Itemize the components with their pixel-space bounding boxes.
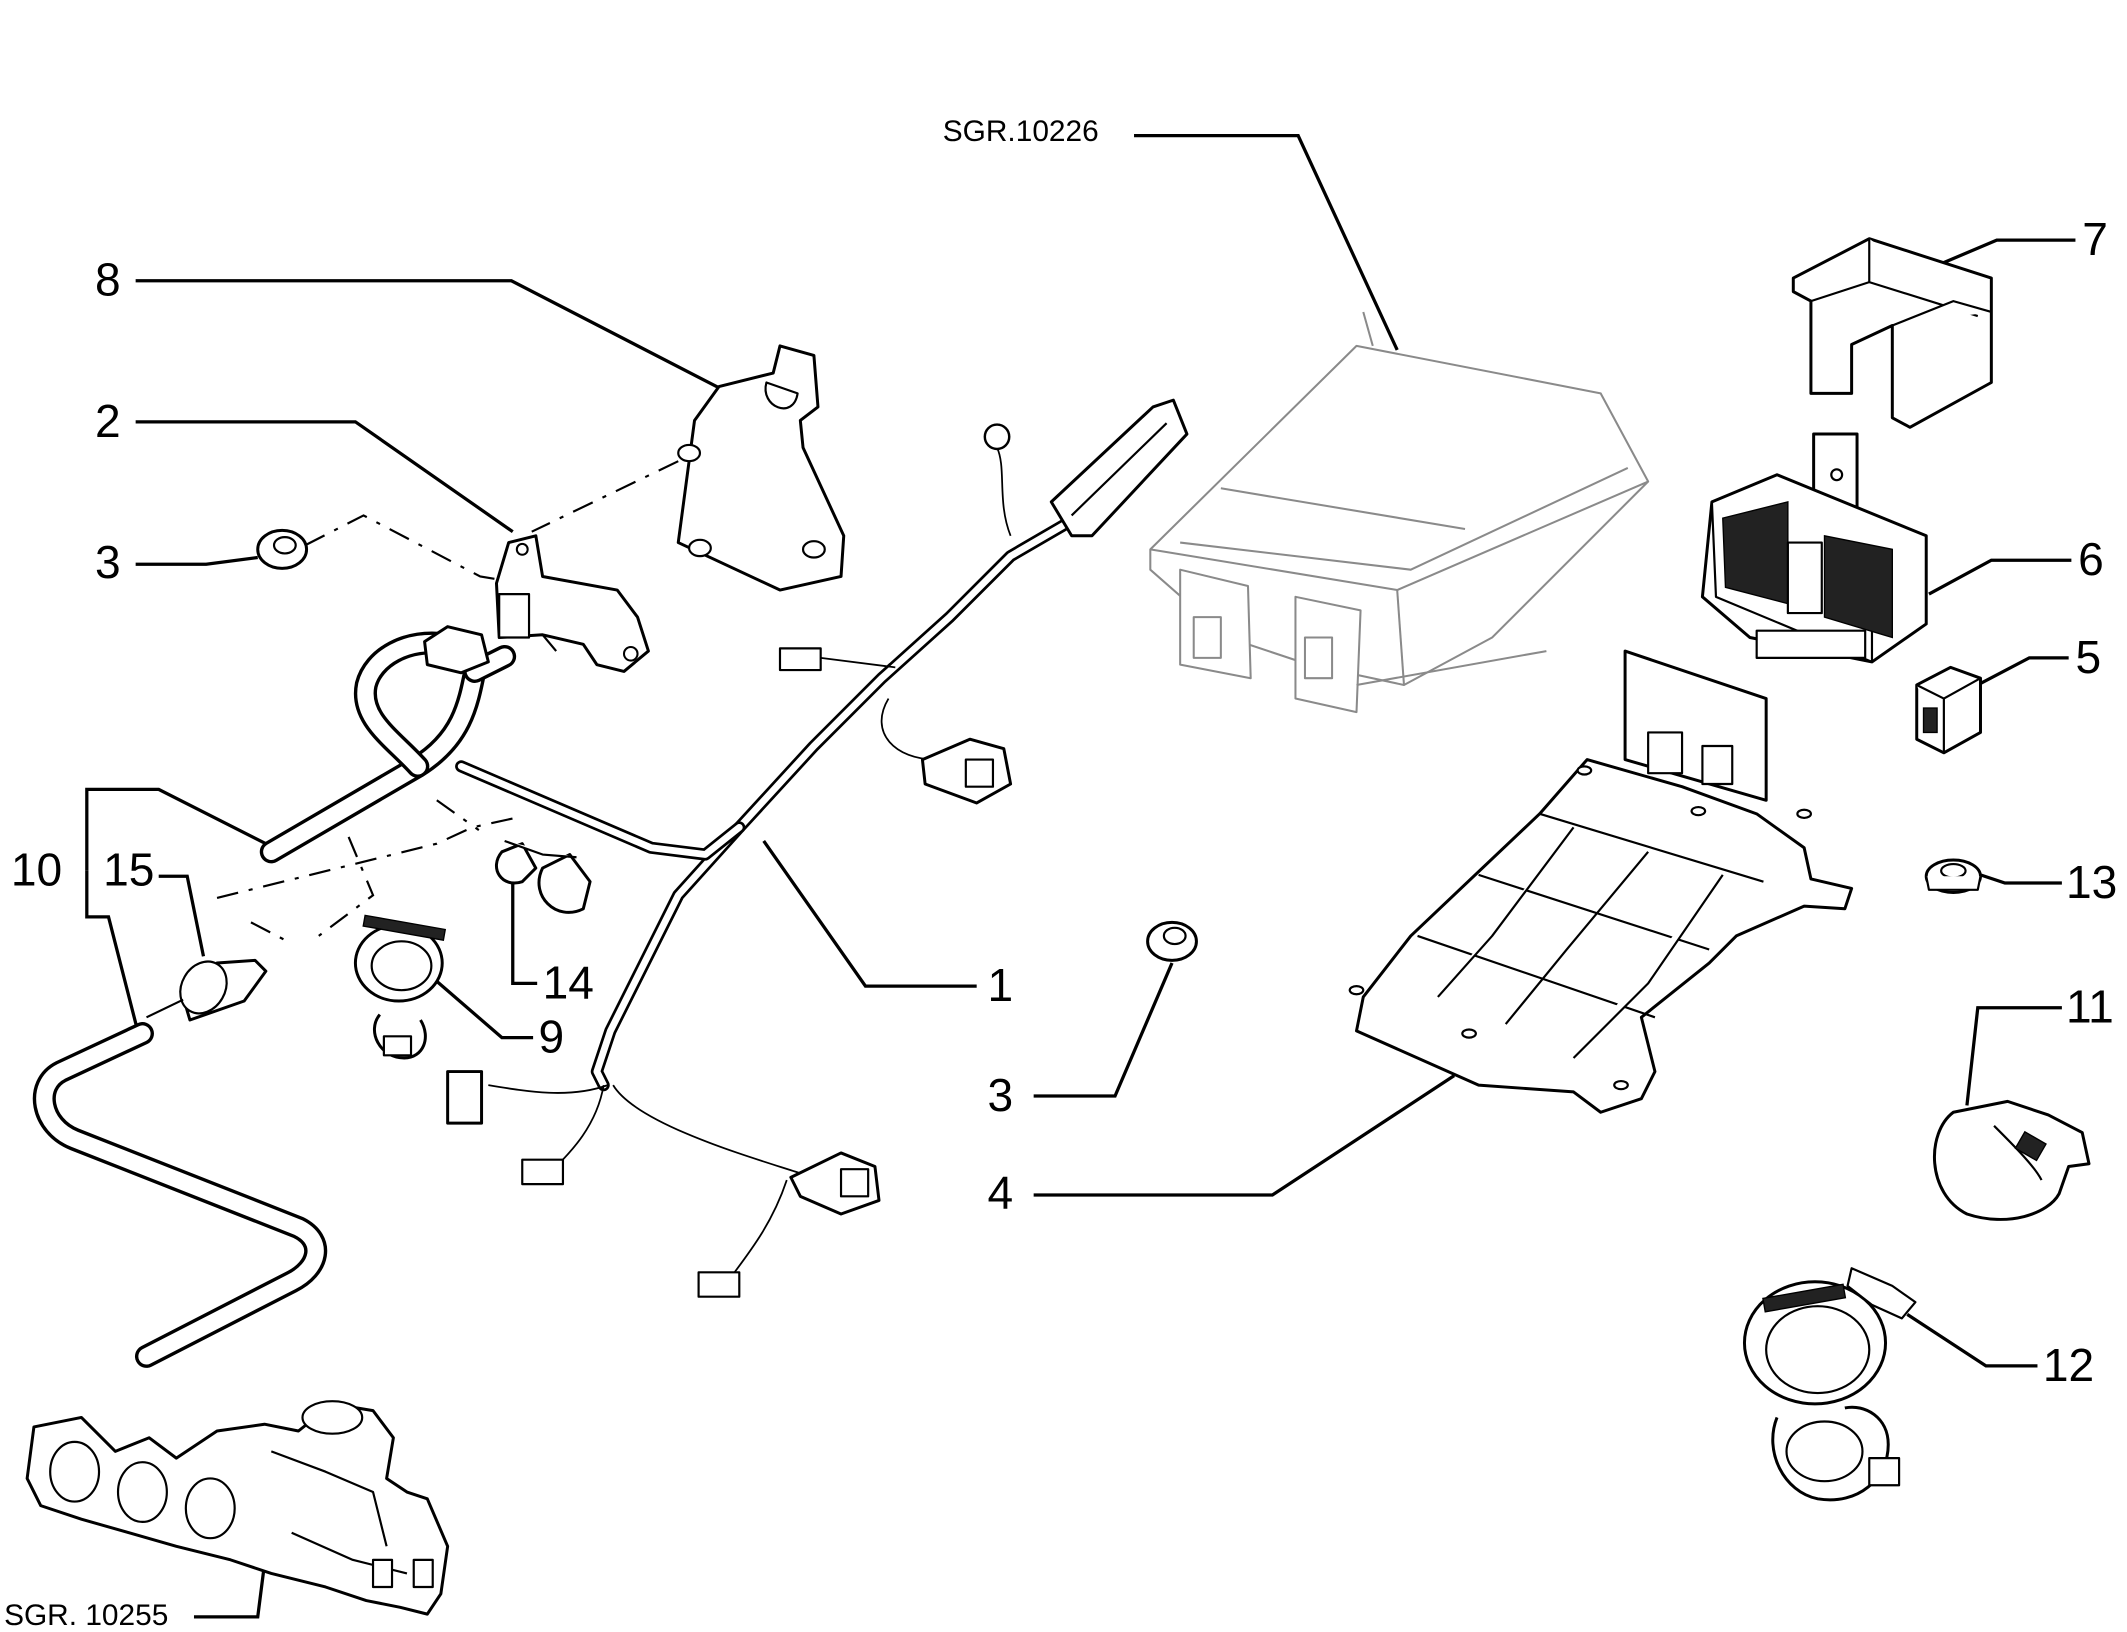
nut-3a xyxy=(256,528,309,570)
leader-10b xyxy=(85,870,140,1034)
callout-14: 14 xyxy=(542,957,594,1010)
nut-3b xyxy=(1146,920,1198,962)
manifold-reference-label: SGR. 10255 xyxy=(4,1597,169,1632)
harness-connectors xyxy=(423,398,1189,1298)
callout-4: 4 xyxy=(987,1167,1014,1220)
leader-5 xyxy=(1974,656,2069,688)
ecu-reference-label: SGR.10226 xyxy=(942,113,1099,148)
callout-15: 15 xyxy=(103,845,155,897)
callout-5: 5 xyxy=(2075,632,2102,684)
mounting-tray xyxy=(1348,649,1854,1114)
callout-3-upper: 3 xyxy=(94,537,121,589)
leader-8 xyxy=(135,279,731,395)
leader-lines xyxy=(85,134,2076,1619)
clip-11 xyxy=(1933,1099,2091,1221)
vacuum-hose-lower xyxy=(32,1022,328,1368)
nut-13 xyxy=(1924,858,1982,895)
callout-11: 11 xyxy=(2065,982,2114,1034)
callout-1: 1 xyxy=(987,960,1014,1012)
manifold xyxy=(25,1400,450,1616)
relay-cover xyxy=(1791,237,1993,429)
bracket-8 xyxy=(676,344,846,592)
assembly-lines xyxy=(216,460,679,941)
callout-6: 6 xyxy=(2078,534,2104,586)
vacuum-hose-upper xyxy=(259,631,517,864)
leader-6 xyxy=(1928,558,2072,596)
filter-15 xyxy=(146,958,268,1022)
callout-12: 12 xyxy=(2042,1340,2095,1392)
callout-13: 13 xyxy=(2065,857,2118,909)
callout-8: 8 xyxy=(94,255,121,307)
leader-4 xyxy=(1033,1074,1456,1197)
leader-7 xyxy=(1941,238,2076,265)
ecu-unit xyxy=(1149,311,1650,714)
relay-small xyxy=(1915,665,1982,755)
leader-12 xyxy=(1906,1312,2038,1368)
callout-2: 2 xyxy=(94,396,121,448)
wiring-harness xyxy=(455,423,1092,1276)
hose-clamp-9 xyxy=(353,914,447,1060)
leader-11 xyxy=(1965,1006,2062,1106)
leader-1 xyxy=(762,840,977,988)
callout-9: 9 xyxy=(538,1011,565,1064)
leader-ecu-ref xyxy=(1134,134,1399,351)
callout-10: 10 xyxy=(10,845,63,897)
leader-3a xyxy=(135,555,258,566)
hose-clamp-12 xyxy=(1742,1267,1917,1502)
leader-2 xyxy=(135,420,514,534)
leader-15 xyxy=(158,874,206,957)
leader-10 xyxy=(85,787,267,871)
relay-large xyxy=(1700,432,1928,664)
leader-manifold-ref xyxy=(193,1552,268,1619)
callout-7: 7 xyxy=(2082,214,2108,266)
sensor-2 xyxy=(494,534,650,673)
clip-14 xyxy=(495,839,592,914)
leader-9 xyxy=(430,975,534,1040)
leader-14 xyxy=(511,847,538,986)
leader-13 xyxy=(1979,873,2062,885)
leader-3b xyxy=(1033,962,1174,1098)
callout-3-lower: 3 xyxy=(987,1070,1014,1122)
